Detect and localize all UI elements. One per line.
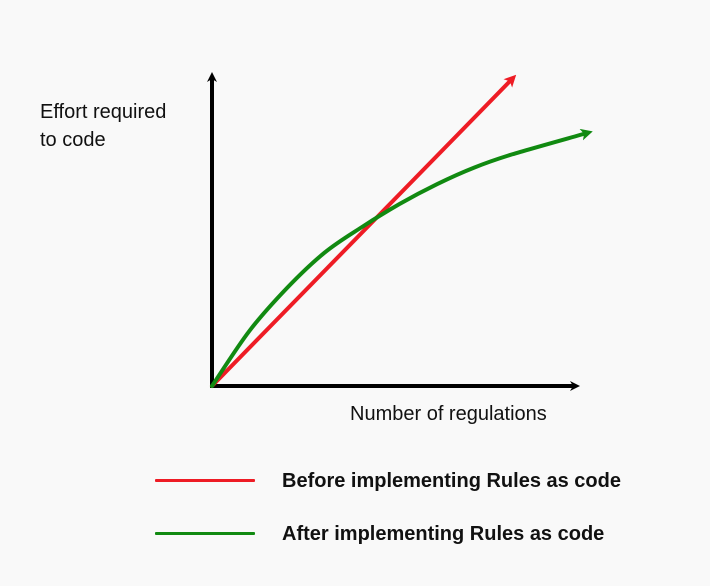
legend-item-before: Before implementing Rules as code	[155, 466, 675, 496]
legend-swatch-before	[155, 479, 255, 482]
series-line-0	[210, 74, 517, 388]
series-line-1	[210, 128, 593, 388]
x-axis-label: Number of regulations	[350, 403, 547, 425]
legend-item-after: After implementing Rules as code	[155, 519, 675, 549]
y-axis-label-line-2: to code	[40, 129, 106, 151]
legend-label-after: After implementing Rules as code	[282, 523, 605, 545]
legend-swatch-after	[155, 532, 255, 535]
y-axis-label-line-1: Effort required	[40, 101, 167, 123]
legend-label-before: Before implementing Rules as code	[282, 470, 621, 492]
